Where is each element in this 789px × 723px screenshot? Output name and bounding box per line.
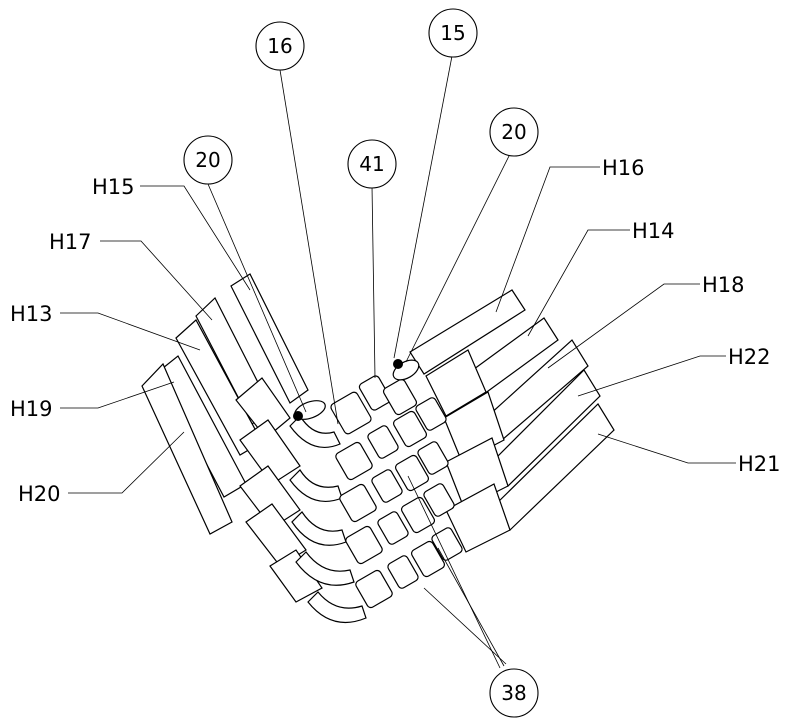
elbow-fitting [289, 469, 343, 502]
elbow-fitting [289, 415, 341, 448]
hex-nut [377, 511, 409, 545]
elbow-fitting [295, 551, 355, 586]
leader-h18 [547, 283, 700, 369]
hex-nut [431, 527, 463, 561]
hex-nut [335, 441, 373, 481]
hose-h15-body [230, 273, 309, 404]
leader-h19 [60, 381, 175, 409]
balloon-20-right: 20 [489, 107, 539, 157]
crimp-sleeve [425, 349, 487, 417]
hex-nut [358, 375, 392, 411]
hex-nut [417, 441, 449, 475]
crimp-sleeve [239, 419, 301, 485]
hex-nut [410, 540, 446, 578]
balloon-38-text: 38 [501, 681, 526, 705]
label-h14: H14 [632, 219, 675, 243]
balloon-16-text: 16 [267, 34, 292, 58]
label-h20: H20 [18, 482, 61, 506]
hex-nut [355, 569, 393, 609]
leader-b20-left [207, 183, 307, 413]
hex-nut [367, 425, 399, 459]
balloon-38: 38 [489, 668, 539, 718]
leader-h15 [140, 185, 251, 291]
leader-h21 [597, 433, 736, 464]
leader-h22 [577, 355, 726, 397]
hex-nut [387, 555, 419, 589]
label-h21: H21 [738, 452, 781, 476]
balloon-41-text: 41 [359, 152, 384, 176]
leader-h17 [100, 240, 213, 321]
balloon-15: 15 [428, 8, 478, 58]
leader-b38-a [407, 475, 501, 669]
leader-b41 [371, 185, 376, 379]
crimp-sleeve [235, 377, 291, 439]
balloon-15-text: 15 [440, 21, 465, 45]
leader-b38-b [437, 547, 505, 667]
label-h18: H18 [702, 273, 745, 297]
label-h15: H15 [92, 175, 135, 199]
label-h13: H13 [10, 302, 53, 326]
hex-nut [371, 469, 403, 503]
leader-h16 [495, 166, 600, 313]
hose-bundle [141, 273, 615, 624]
hex-nut [415, 397, 447, 431]
balloon-20-right-text: 20 [501, 120, 526, 144]
label-h17: H17 [49, 230, 92, 254]
leader-b16 [279, 69, 339, 425]
crimp-sleeve [245, 503, 307, 567]
hex-nut [345, 525, 383, 565]
balloon-41: 41 [347, 139, 397, 189]
hose-label-group: H15 H17 H13 H19 H20 H16 H14 H18 H22 H21 [10, 156, 781, 506]
balloon-20-left: 20 [183, 135, 233, 185]
leader-b20-right [405, 149, 513, 363]
hex-nut [339, 483, 377, 523]
hex-nut [394, 454, 430, 492]
hose-clamp-screw [393, 359, 403, 369]
hose-h20-body [141, 362, 233, 535]
balloon-group: 16 15 20 20 41 38 [183, 8, 539, 718]
leader-h13 [60, 312, 201, 351]
elbow-fitting [307, 591, 367, 624]
hose-clamp-screw [293, 411, 303, 421]
balloon-16: 16 [255, 21, 305, 71]
leader-h20 [68, 431, 185, 494]
leader-h14 [527, 229, 630, 337]
hex-nut [382, 378, 418, 416]
elbow-fitting [291, 511, 347, 546]
central-fittings [293, 359, 463, 609]
crimp-sleeve [269, 549, 323, 603]
hex-nut [392, 410, 428, 448]
leader-b15 [393, 55, 453, 359]
label-h22: H22 [728, 345, 771, 369]
hex-nut [423, 483, 455, 517]
balloon-20-left-text: 20 [195, 148, 220, 172]
hex-nut [330, 391, 372, 435]
label-h19: H19 [10, 397, 53, 421]
label-h16: H16 [602, 156, 645, 180]
upper-left-hoses [141, 273, 367, 624]
crimp-sleeve [445, 483, 511, 553]
leader-b38-c [423, 587, 507, 665]
leader-lines [60, 55, 736, 669]
hex-nut [400, 496, 436, 534]
